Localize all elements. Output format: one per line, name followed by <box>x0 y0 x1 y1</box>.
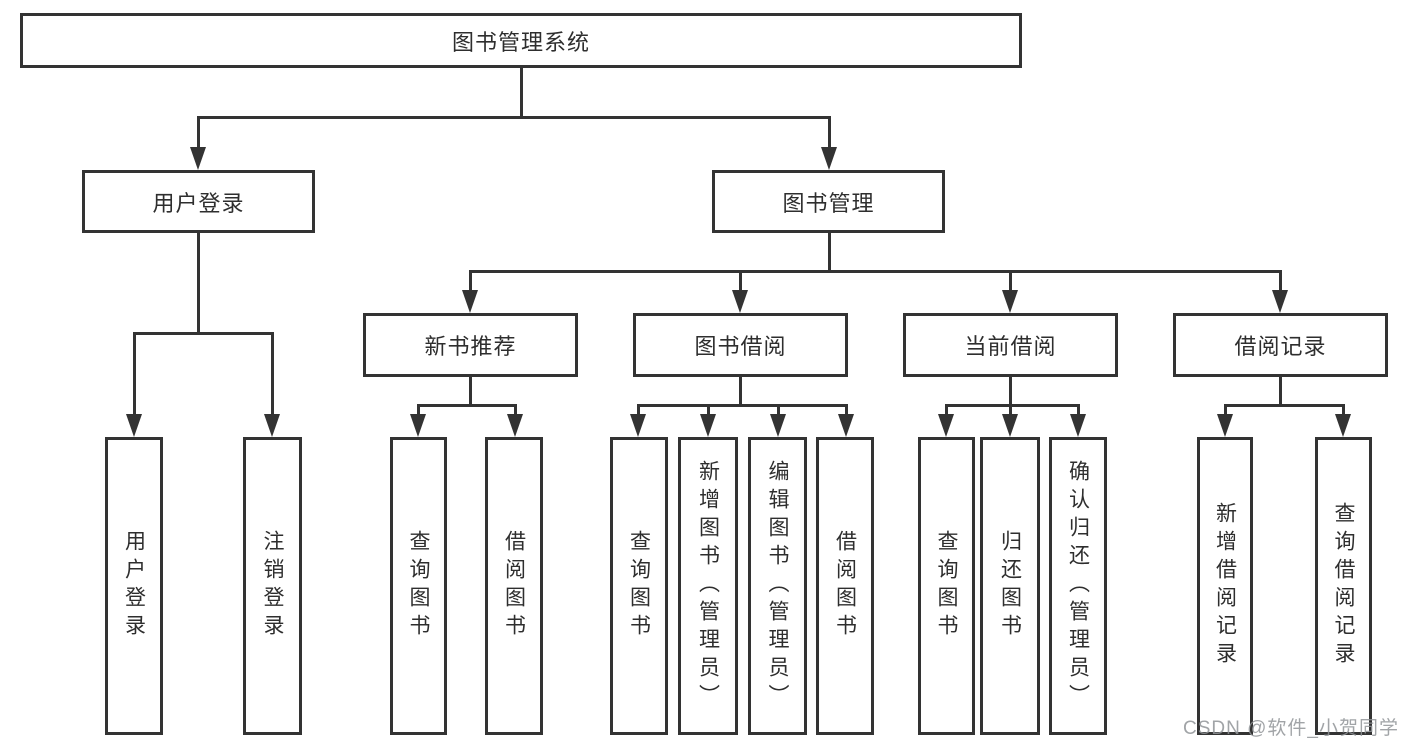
connector-line <box>845 404 848 416</box>
leaf-user-login-label: 用户登录 <box>122 530 146 642</box>
arrowhead-down-icon <box>190 147 206 170</box>
arrowhead-down-icon <box>1070 414 1086 437</box>
connector-line <box>1342 404 1345 416</box>
connector-line <box>945 404 1079 407</box>
node-new-book-rec: 新书推荐 <box>363 313 578 377</box>
arrowhead-down-icon <box>1002 290 1018 313</box>
node-borrow-records-label: 借阅记录 <box>1234 334 1327 359</box>
leaf-query-borrow-record-label: 查询借阅记录 <box>1332 502 1355 670</box>
node-book-borrow-label: 图书借阅 <box>694 334 787 359</box>
node-root-label: 图书管理系统 <box>451 29 590 55</box>
connector-line <box>1279 270 1282 292</box>
connector-line <box>417 404 420 416</box>
arrowhead-down-icon <box>732 290 748 313</box>
connector-line <box>1009 270 1012 292</box>
leaf-query-borrow-record: 查询借阅记录 <box>1315 437 1372 735</box>
connector-line <box>1077 404 1080 416</box>
leaf-confirm-return: 确认归还（管理员） <box>1049 437 1107 735</box>
leaf-query-books-rec: 查询图书 <box>390 437 447 735</box>
leaf-borrow-books-label: 借阅图书 <box>833 530 857 642</box>
connector-line <box>1224 404 1344 407</box>
arrowhead-down-icon <box>838 414 854 437</box>
connector-line <box>133 332 136 416</box>
arrowhead-down-icon <box>938 414 954 437</box>
leaf-query-books-current-label: 查询图书 <box>935 530 958 642</box>
connector-line <box>469 377 472 407</box>
connector-line <box>777 404 780 416</box>
connector-line <box>1009 377 1012 407</box>
node-book-mgmt-label: 图书管理 <box>782 190 875 216</box>
connector-line <box>637 404 640 416</box>
arrowhead-down-icon <box>264 414 280 437</box>
arrowhead-down-icon <box>507 414 523 437</box>
node-user-login: 用户登录 <box>82 170 315 233</box>
leaf-logout-label: 注销登录 <box>261 530 284 642</box>
leaf-edit-books-label: 编辑图书（管理员） <box>766 460 789 712</box>
leaf-confirm-return-label: 确认归还（管理员） <box>1066 460 1090 712</box>
leaf-add-borrow-record-label: 新增借阅记录 <box>1213 502 1237 670</box>
node-book-borrow: 图书借阅 <box>633 313 848 377</box>
node-book-mgmt: 图书管理 <box>712 170 945 233</box>
leaf-borrow-books: 借阅图书 <box>816 437 874 735</box>
leaf-query-books-rec-label: 查询图书 <box>407 530 430 642</box>
connector-line <box>520 68 523 118</box>
node-borrow-records: 借阅记录 <box>1173 313 1388 377</box>
arrowhead-down-icon <box>630 414 646 437</box>
connector-line <box>1009 404 1012 416</box>
node-current-borrow: 当前借阅 <box>903 313 1118 377</box>
connector-line <box>197 233 200 335</box>
leaf-user-login: 用户登录 <box>105 437 163 735</box>
connector-line <box>197 116 831 119</box>
connector-line <box>739 377 742 407</box>
leaf-logout: 注销登录 <box>243 437 302 735</box>
connector-line <box>707 404 710 416</box>
arrowhead-down-icon <box>1217 414 1233 437</box>
connector-line <box>271 332 274 416</box>
node-new-book-rec-label: 新书推荐 <box>424 334 517 359</box>
arrowhead-down-icon <box>462 290 478 313</box>
connector-line <box>417 404 517 407</box>
leaf-query-books-current: 查询图书 <box>918 437 975 735</box>
connector-line <box>469 270 1282 273</box>
leaf-query-books-borrow: 查询图书 <box>610 437 668 735</box>
connector-line <box>739 270 742 292</box>
leaf-borrow-books-rec: 借阅图书 <box>485 437 543 735</box>
arrowhead-down-icon <box>1002 414 1018 437</box>
arrowhead-down-icon <box>126 414 142 437</box>
connector-line <box>637 404 848 407</box>
arrowhead-down-icon <box>1272 290 1288 313</box>
arrowhead-down-icon <box>821 147 837 170</box>
connector-line <box>1279 377 1282 407</box>
arrowhead-down-icon <box>700 414 716 437</box>
connector-line <box>133 332 274 335</box>
connector-line <box>469 270 472 292</box>
node-root: 图书管理系统 <box>20 13 1022 68</box>
arrowhead-down-icon <box>1335 414 1351 437</box>
connector-line <box>1224 404 1227 416</box>
connector-line <box>828 233 831 272</box>
connector-line <box>514 404 517 416</box>
arrowhead-down-icon <box>410 414 426 437</box>
arrowhead-down-icon <box>770 414 786 437</box>
node-user-login-label: 用户登录 <box>152 190 245 216</box>
leaf-add-books: 新增图书（管理员） <box>678 437 738 735</box>
connector-line <box>828 116 831 150</box>
watermark: CSDN @软件_小贺同学 <box>1183 718 1399 739</box>
leaf-query-books-borrow-label: 查询图书 <box>627 530 651 642</box>
leaf-add-books-label: 新增图书（管理员） <box>696 460 720 712</box>
connector-line <box>945 404 948 416</box>
leaf-add-borrow-record: 新增借阅记录 <box>1197 437 1253 735</box>
leaf-edit-books: 编辑图书（管理员） <box>748 437 807 735</box>
leaf-return-books: 归还图书 <box>980 437 1040 735</box>
connector-line <box>197 116 200 150</box>
leaf-borrow-books-rec-label: 借阅图书 <box>502 530 526 642</box>
node-current-borrow-label: 当前借阅 <box>964 334 1057 359</box>
leaf-return-books-label: 归还图书 <box>998 530 1022 642</box>
